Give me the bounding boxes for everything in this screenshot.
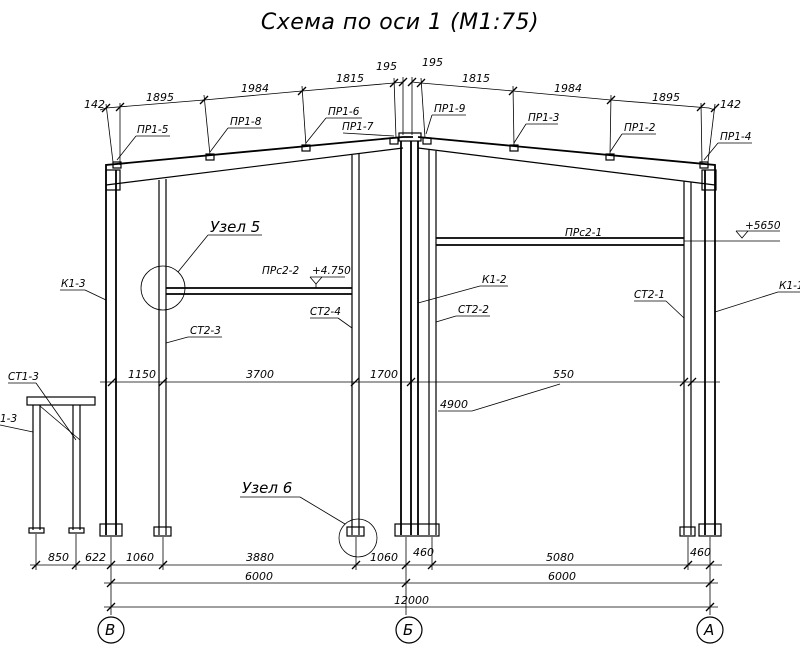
purlin-cleats [112,137,709,169]
top-dim-right-1: 195 [422,56,443,69]
node-6-label: Узел 6 [242,479,292,497]
node-6-circle [338,518,378,558]
top-dim-right-5: 142 [720,98,741,111]
label-st2-2: СТ2-2 [458,304,489,316]
purlin-label-pr1-2: ПР1-2 [624,122,656,134]
purlin-label-pr1-9: ПР1-9 [434,103,466,115]
purlin-label-pr1-3: ПР1-3 [528,112,559,124]
drawing-title: Схема по оси 1 (М1:75) [260,10,540,35]
axis-a-label: А [703,621,714,639]
node-5-callout: Узел 5 [177,218,262,273]
bottom-dim-622: 622 [85,551,106,564]
axis-a-bubble [696,616,724,644]
top-dim-left-4: 1815 [336,72,364,85]
left-haunch [105,169,121,191]
top-dim-left-5: 195 [376,60,397,73]
purlin-label-pr1-6: ПР1-6 [328,106,360,118]
beam-right-level: +5650 [745,220,781,232]
top-dim-left-3: 1984 [241,82,269,95]
node-5-circle [140,265,186,311]
mid-dim-1: 1150 [128,368,156,381]
top-dim-left-2: 1895 [146,91,174,104]
label-1-3: 1-3 [0,413,17,425]
columns [99,141,722,537]
beam-left-label: ПРс2-2 [262,265,299,277]
roof-rafters [105,132,717,191]
node-6-callout: Узел 6 [240,479,346,525]
mid-dim-2: 3700 [246,368,274,381]
axis-b-label: Б [403,621,413,639]
purlin-label-pr1-8: ПР1-8 [230,116,262,128]
node-5-label: Узел 5 [210,218,260,236]
bottom-dim-12000: 12000 [394,594,429,607]
label-st1-3: СТ1-3 [8,371,39,383]
bottom-dim-5080: 5080 [546,551,574,564]
canopy-structure [26,396,96,534]
grid-axes: В Б А [97,616,724,644]
bottom-dimension-chains: 850 622 1060 3880 1060 460 5080 460 6000… [30,534,722,615]
mid-dim-5: 4900 [440,398,468,411]
axis-v-label: В [105,621,115,639]
top-dim-left-1: 142 [84,98,105,111]
bottom-dim-1060-a: 1060 [126,551,154,564]
label-k1-3: К1-3 [61,278,86,290]
beam-labels: ПРс2-2 +4.750 ПРс2-1 +5650 [262,220,781,288]
purlin-label-pr1-7: ПР1-7 [342,121,374,133]
top-dim-right-3: 1984 [554,82,582,95]
member-labels: К1-3 СТ2-3 СТ2-4 К1-2 СТ2-2 СТ2-1 К1-1 С… [0,274,800,441]
bottom-dim-460-b: 460 [690,546,711,559]
bottom-dim-6000-a: 6000 [245,570,273,583]
beam-left-level: +4.750 [312,265,351,277]
purlin-label-pr1-4: ПР1-4 [720,131,751,143]
top-dim-right-4: 1895 [652,91,680,104]
axis-b-bubble [395,616,423,644]
mid-dim-4: 550 [553,368,574,381]
bottom-dim-1060-b: 1060 [370,551,398,564]
ridge-plate [398,132,422,142]
bottom-dim-850: 850 [48,551,69,564]
label-st2-3: СТ2-3 [190,325,221,337]
label-k1-1: К1-1 [779,280,800,292]
axis-v-bubble [97,616,125,644]
middle-dimension-chain: 1150 3700 1700 550 4900 [100,368,720,412]
right-haunch [701,169,717,191]
purlin-label-pr1-5: ПР1-5 [137,124,169,136]
top-dimension-chain: 142 1895 1984 1815 195 195 1815 1984 189… [84,56,741,166]
label-k1-2: К1-2 [482,274,507,286]
purlin-labels: ПР1-5 ПР1-8 ПР1-6 ПР1-7 ПР1-9 ПР1-3 ПР1-… [116,103,752,161]
beam-right-label: ПРс2-1 [565,227,602,239]
label-st2-1: СТ2-1 [634,289,665,301]
top-dim-right-2: 1815 [462,72,490,85]
bottom-dim-6000-b: 6000 [548,570,576,583]
label-st2-4: СТ2-4 [310,306,341,318]
mid-dim-3: 1700 [370,368,398,381]
bottom-dim-3880: 3880 [246,551,274,564]
bottom-dim-460-a: 460 [413,546,434,559]
intermediate-beams [166,237,684,295]
